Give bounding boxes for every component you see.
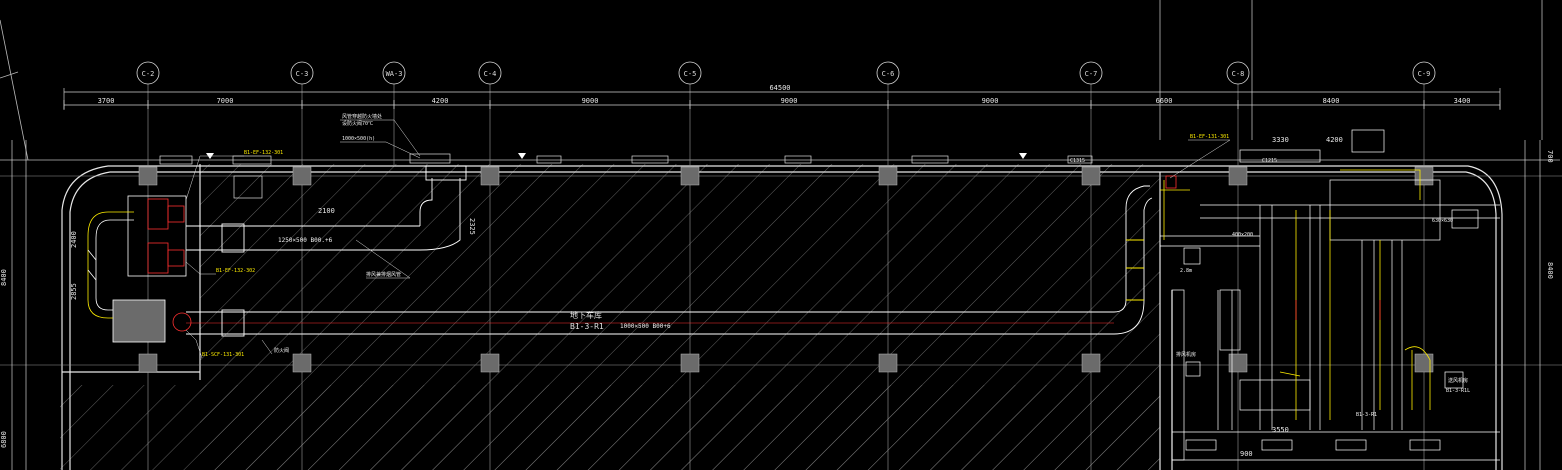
axis-label-c-4: C-4	[484, 70, 497, 78]
dim-segment: 6600	[1156, 97, 1173, 105]
column	[1081, 353, 1101, 373]
column	[680, 353, 700, 373]
tag-ef-132-302: B1-EF-132-302	[216, 268, 255, 274]
axis-bubbles: C-2 C-3 WA-3 C-4 C-5 C-6 C-7 C-8 C-9	[136, 61, 1436, 85]
site-boundary-lines	[0, 0, 1560, 161]
column	[138, 353, 158, 373]
note-duct-size: 1000×500(h)	[342, 136, 375, 142]
inner-dim-900: 900	[1240, 450, 1253, 458]
note-c1215: C1215	[1262, 158, 1277, 164]
inner-dim-2400: 2400	[70, 231, 78, 248]
tag-ef-131-301: B1-EF-131-301	[1190, 134, 1229, 140]
column	[878, 353, 898, 373]
dim-segment: 8400	[1323, 97, 1340, 105]
axis-bubble-c-8	[1226, 61, 1250, 85]
note-firewall: 风管穿越防火墙处	[342, 113, 382, 120]
mechanical-zone-right	[1160, 129, 1500, 461]
note-damper: 设防火阀70℃	[342, 120, 373, 127]
duct-label-upper: 1250×500 B00.+6	[278, 237, 333, 244]
note-supply-room: 送风机房	[1448, 377, 1468, 384]
note-630: 630×630	[1432, 218, 1453, 224]
column	[1414, 166, 1434, 186]
axis-label-c-3: C-3	[296, 70, 309, 78]
axis-bubble-c-6	[876, 61, 900, 85]
dim-segment: 3400	[1454, 97, 1471, 105]
dim-segment: 9000	[582, 97, 599, 105]
inner-dim-4200: 4200	[1326, 136, 1343, 144]
axis-bubble-wa-3	[382, 61, 406, 85]
dim-segment: 9000	[982, 97, 999, 105]
inner-dim-2855: 2855	[70, 283, 78, 300]
column	[878, 166, 898, 186]
axis-label-wa-3: WA-3	[386, 70, 403, 78]
main-ducts	[186, 165, 1153, 337]
note-room-r1: B1-3-R1	[1356, 412, 1377, 418]
column	[138, 166, 158, 186]
note-c1315: C1315	[1070, 158, 1085, 164]
column	[1228, 353, 1248, 373]
note-room-r1l: B1-3-R1L	[1446, 388, 1470, 394]
fan-room-left	[87, 195, 192, 343]
dim-segment: 7000	[217, 97, 234, 105]
left-dim-6800: 6800	[0, 431, 8, 448]
axis-label-c-2: C-2	[142, 70, 155, 78]
wall-openings	[159, 153, 1093, 199]
room-name: 地下车库	[570, 310, 602, 320]
dim-segment: 4200	[432, 97, 449, 105]
column	[1228, 166, 1248, 186]
inner-dim-2325: 2325	[468, 218, 476, 235]
leader-lines	[185, 119, 1231, 359]
column	[1414, 353, 1434, 373]
mechanical-red-marks	[1165, 175, 1381, 320]
column	[292, 166, 312, 186]
axis-label-c-5: C-5	[684, 70, 697, 78]
axis-bubble-c-5	[678, 61, 702, 85]
column	[292, 353, 312, 373]
note-height: 2.8m	[1180, 268, 1192, 274]
right-dim-8400: 8400	[1546, 262, 1554, 279]
axis-bubble-c-9	[1412, 61, 1436, 85]
left-dim-8400: 8400	[0, 269, 8, 286]
parking-hatch-zone	[60, 164, 1160, 470]
right-dim-700: 700	[1546, 150, 1554, 163]
column	[1081, 166, 1101, 186]
dim-segment: 9000	[781, 97, 798, 105]
note-exhaust-room: 排风机房	[1176, 351, 1196, 358]
dim-segment: 3700	[98, 97, 115, 105]
inner-dim-3330: 3330	[1272, 136, 1289, 144]
axis-bubble-c-2	[136, 61, 160, 85]
axis-label-c-7: C-7	[1085, 70, 1098, 78]
note-exhaust: 排风兼排烟风管	[366, 271, 401, 278]
column	[480, 166, 500, 186]
column	[680, 166, 700, 186]
tag-scf-131-301: B1-SCF-131-301	[202, 352, 244, 358]
note-fire-damper: 防火阀	[274, 347, 289, 354]
duct-label-lower: 1000×500 B00+6	[620, 323, 671, 330]
structural-columns	[138, 166, 1434, 373]
inner-dim-2100: 2100	[318, 207, 335, 215]
inner-dim-3550: 3550	[1272, 426, 1289, 434]
axis-bubble-c-4	[478, 61, 502, 85]
tag-ef-132-301: B1-EF-132-301	[244, 150, 283, 156]
room-code: B1-3-R1	[570, 322, 604, 331]
note-400x200: 400x200	[1232, 232, 1253, 238]
side-dimension-lines	[11, 140, 1541, 470]
axis-bubble-c-7	[1079, 61, 1103, 85]
axis-label-c-8: C-8	[1232, 70, 1245, 78]
top-dimensions: 64500 3700 7000 4200 9000 9000 9000 6600 8400 340…	[63, 84, 1501, 109]
dim-overall: 64500	[769, 84, 790, 92]
axis-label-c-9: C-9	[1418, 70, 1431, 78]
axis-label-c-6: C-6	[882, 70, 895, 78]
axis-bubble-c-3	[290, 61, 314, 85]
column	[480, 353, 500, 373]
